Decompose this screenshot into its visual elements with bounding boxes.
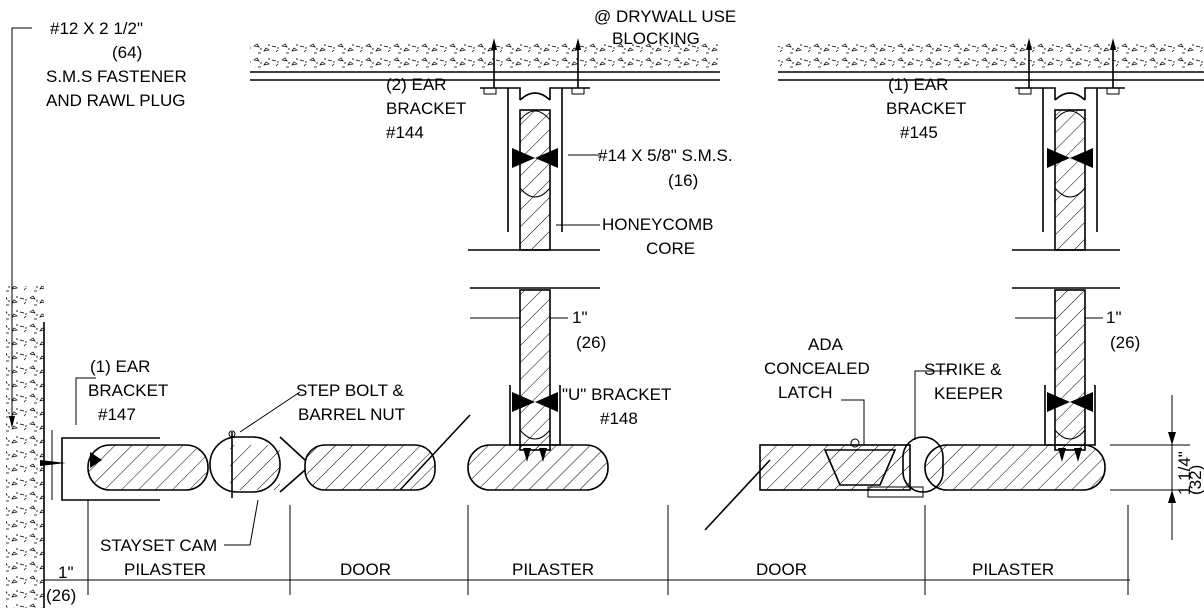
callout-u-bracket: "U" BRACKET #148 [562,385,671,428]
wall-label-2: (26) [46,586,76,605]
fastener-label-1: #12 X 2 1/2" [50,19,143,38]
honeycomb-label-1: HONEYCOMB [602,215,713,234]
drywall-label-1: @ DRYWALL USE [594,7,736,26]
sms-label-1: #14 X 5/8" S.M.S. [598,146,733,165]
dim-label-door-1: DOOR [340,560,391,579]
sms-label-2: (16) [668,171,698,190]
door-plan-left [304,414,471,491]
callout-strike-keeper: STRIKE & KEEPER [924,360,1003,403]
ear147-label-2: BRACKET [88,381,168,400]
pilaster-upper-middle [468,87,600,251]
callout-stayset-cam: STAYSET CAM [100,536,217,555]
ubracket-label-1: "U" BRACKET [562,385,671,404]
ear145-label-1: (1) EAR [888,75,948,94]
callout-sms: #14 X 5/8" S.M.S. (16) [598,146,733,190]
stepbolt-label-1: STEP BOLT & [296,381,404,400]
pilaster-upper-right [1012,87,1125,251]
callout-thickness-right: 1" (26) [1106,308,1140,352]
bottom-dimension-labels: PILASTER DOOR PILASTER DOOR PILASTER [124,560,1054,579]
thick-mid-label-1: 1" [572,308,588,327]
height-label-1: 1 1/4" [1175,451,1194,495]
drywall-label-2: BLOCKING [612,29,700,48]
callout-step-bolt: STEP BOLT & BARREL NUT [296,381,405,424]
stepbolt-label-2: BARREL NUT [298,405,405,424]
dim-label-pilaster-1: PILASTER [124,560,206,579]
ada-label-2: CONCEALED [764,359,870,378]
fastener-label-2: (64) [112,43,142,62]
fastener-label-3: S.M.S FASTENER [46,67,187,86]
thick-right-label-1: 1" [1106,308,1122,327]
ada-label-1: ADA [808,335,844,354]
thick-mid-label-2: (26) [576,333,606,352]
callout-drywall: @ DRYWALL USE BLOCKING [594,7,736,48]
ear145-label-2: BRACKET [886,99,966,118]
ear145-label-3: #145 [900,123,938,142]
door-plan-right [704,438,924,531]
fastener-label-4: AND RAWL PLUG [46,91,186,110]
dimension-lines [43,395,1190,595]
dim-label-pilaster-2: PILASTER [512,560,594,579]
height-label-2: (32) [1186,465,1204,495]
callout-ear-bracket-145: (1) EAR BRACKET #145 [886,75,966,142]
callout-wall-offset: 1" (26) [46,563,76,605]
ear147-label-3: #147 [98,405,136,424]
ada-label-3: LATCH [778,383,832,402]
pilaster-plan-middle [467,444,609,491]
callout-honeycomb: HONEYCOMB CORE [602,215,713,258]
strike-label-2: KEEPER [934,384,1003,403]
left-wall [6,286,53,608]
ear144-label-3: #144 [386,123,424,142]
strike-label-1: STRIKE & [924,360,1002,379]
wall-label-1: 1" [58,563,74,582]
pilaster-plan-left [40,430,306,501]
ceiling-fasteners [491,38,1116,88]
fastener-leader [9,27,32,428]
honeycomb-label-2: CORE [646,239,695,258]
pilaster-plan-right [902,436,1106,493]
callout-fastener: #12 X 2 1/2" (64) S.M.S FASTENER AND RAW… [46,19,187,110]
thick-right-label-2: (26) [1110,333,1140,352]
dim-label-door-2: DOOR [756,560,807,579]
ear144-label-2: BRACKET [386,99,466,118]
callout-ada-latch: ADA CONCEALED LATCH [764,335,870,402]
stayset-label: STAYSET CAM [100,536,217,555]
callout-leaders [75,79,1103,546]
callout-thickness-middle: 1" (26) [572,308,606,352]
callout-ear-bracket-144: (2) EAR BRACKET #144 [386,75,466,142]
ubracket-label-2: #148 [600,409,638,428]
ear147-label-1: (1) EAR [90,357,150,376]
callout-ear-bracket-147: (1) EAR BRACKET #147 [88,357,168,424]
dim-label-pilaster-3: PILASTER [972,560,1054,579]
callout-panel-height: 1 1/4" (32) [1175,451,1204,495]
pilaster-lower-right [1012,287,1120,451]
ceiling-slab-right [778,42,1204,81]
ear144-label-1: (2) EAR [386,75,446,94]
